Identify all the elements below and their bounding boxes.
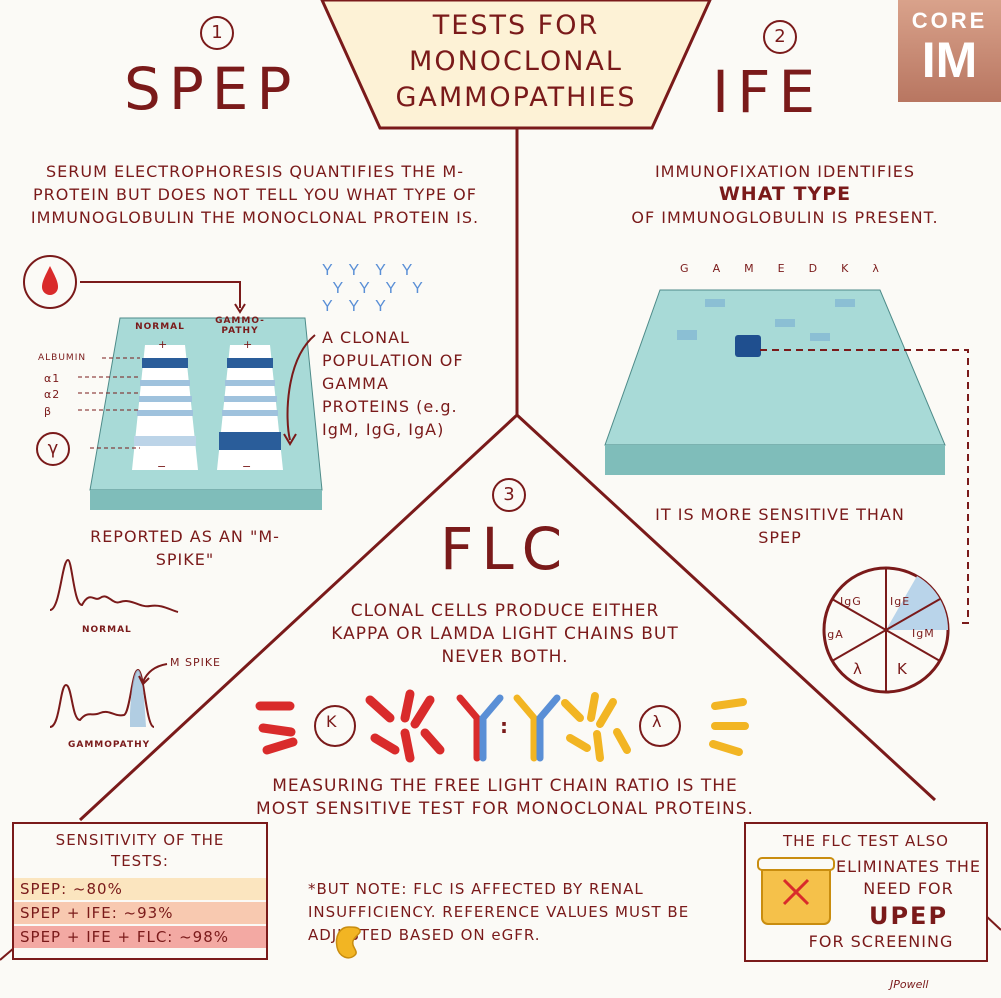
core-im-logo: CORE IM (898, 0, 1001, 102)
lane-lambda: λ (872, 262, 880, 275)
ife-heading: IFE (712, 58, 824, 126)
lane-e: E (777, 262, 786, 275)
normal-minus-label: − (157, 460, 168, 473)
section-number-2: 2 (763, 20, 797, 54)
gammopathy-trace (49, 668, 155, 728)
sample-arrow (80, 281, 246, 314)
m-spike-arrow (138, 663, 168, 686)
signature: JPowell (890, 978, 929, 991)
immunoglobulin-pie (822, 566, 950, 694)
upep-bold: UPEP (868, 902, 949, 930)
beta-label: β (44, 405, 53, 418)
ife-lane-labels: G A M E D K λ (680, 262, 880, 275)
section-number-3: 3 (492, 478, 526, 512)
upep-line4: FOR SCREENING (808, 932, 954, 951)
sensitivity-title: SENSITIVITY OF THE TESTS: (55, 831, 225, 870)
pie-iga: IgA (823, 628, 844, 641)
normal-plus-label: + (158, 338, 169, 351)
page-title: TESTS FOR MONOCLONAL GAMMOPATHIES (395, 10, 637, 113)
upep-line1: THE FLC TEST ALSO (783, 832, 949, 850)
lambda-symbol: λ (652, 712, 662, 731)
alpha2-label: α2 (44, 388, 61, 401)
gammopathy-lane-label: GAMMO-PATHY (215, 316, 265, 336)
pie-ige: IgE (890, 595, 911, 608)
alpha1-label: α1 (44, 372, 61, 385)
m-spike-label: M SPIKE (170, 656, 222, 669)
flc-heading: FLC (440, 515, 571, 583)
pie-igg: IgG (840, 595, 862, 608)
upep-box: THE FLC TEST ALSO ELIMINATES THE NEED FO… (744, 822, 988, 962)
band-leader-lines (78, 357, 140, 449)
ife-sensitivity-note: IT IS MORE SENSITIVE THAN SPEP (655, 505, 905, 547)
urine-cup-icon (757, 857, 835, 925)
albumin-label: ALBUMIN (38, 353, 87, 363)
lane-a: A (712, 262, 722, 275)
kidney-icon (335, 926, 361, 959)
ife-leader-line (760, 349, 969, 624)
normal-trace (49, 558, 179, 613)
ife-description: IMMUNOFIXATION IDENTIFIES WHAT TYPE OF I… (631, 162, 939, 227)
clonal-population-note: A CLONAL POPULATION OF GAMMA PROTEINS (e… (322, 328, 464, 439)
pie-kappa: K (897, 660, 907, 678)
upep-line2: ELIMINATES THE NEED FOR (836, 857, 981, 898)
flc-description: CLONAL CELLS PRODUCE EITHER KAPPA OR LAM… (331, 601, 679, 667)
sensitivity-row-spep: SPEP: ~80% (14, 878, 266, 900)
section-number-1: 1 (200, 16, 234, 50)
renal-note: *BUT NOTE: FLC IS AFFECTED BY RENAL INSU… (308, 880, 690, 944)
normal-lane-label: NORMAL (135, 322, 185, 332)
ife-gel (604, 289, 946, 475)
gammopathy-trace-label: GAMMOPATHY (68, 740, 151, 750)
normal-trace-label: NORMAL (82, 625, 132, 635)
gamma-label: γ (36, 432, 70, 466)
clone-arrow (283, 334, 316, 446)
sensitivity-row-spep-ife: SPEP + IFE: ~93% (14, 902, 266, 924)
spep-gel (89, 317, 323, 510)
sensitivity-box: SENSITIVITY OF THE TESTS: SPEP: ~80% SPE… (12, 822, 268, 960)
kappa-symbol: K (326, 712, 337, 731)
pie-igm: IgM (912, 627, 935, 640)
spep-heading: SPEP (124, 55, 300, 123)
lane-g: G (680, 262, 690, 275)
blood-drop-icon (23, 255, 77, 309)
lane-m: M (744, 262, 755, 275)
pie-lambda: λ (853, 660, 862, 678)
ratio-separator: : (500, 714, 508, 738)
lane-k: K (841, 262, 850, 275)
gammopathy-plus-label: + (243, 338, 254, 351)
lane-d: D (808, 262, 819, 275)
light-chains-illustration (255, 689, 749, 763)
spep-description: SERUM ELECTROPHORESIS QUANTIFIES THE M-P… (30, 162, 480, 227)
sensitivity-row-spep-ife-flc: SPEP + IFE + FLC: ~98% (14, 926, 266, 948)
flc-ratio-statement: MEASURING THE FREE LIGHT CHAIN RATIO IS … (256, 776, 754, 819)
m-spike-reported: REPORTED AS AN "M-SPIKE" (90, 527, 280, 569)
gammopathy-minus-label: − (242, 460, 253, 473)
